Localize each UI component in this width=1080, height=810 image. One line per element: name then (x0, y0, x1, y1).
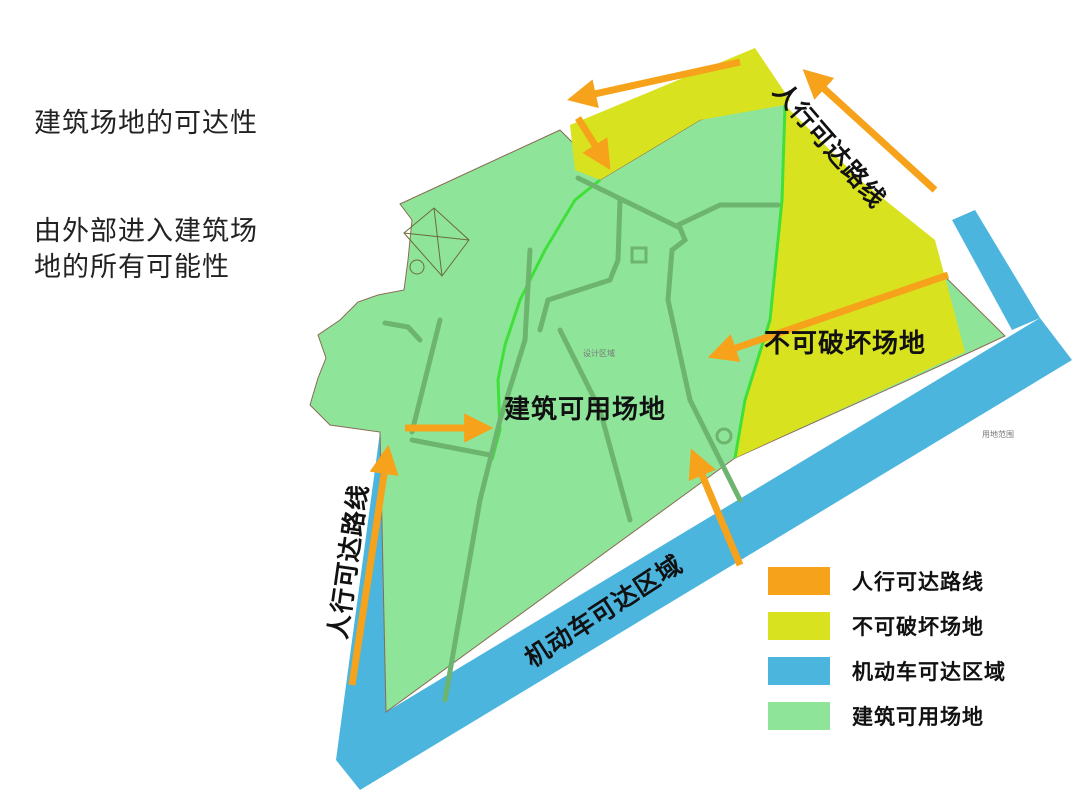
arrow-west-top (567, 58, 741, 109)
arrow-northwest-right (802, 69, 938, 193)
legend-swatch-blue (768, 656, 830, 685)
map-markers: 设计区域 用地范围 (403, 207, 1014, 445)
legend-label: 人行可达路线 (852, 569, 984, 594)
legend-item-protected: 不可破坏场地 (768, 603, 1006, 648)
legend-item-vehicle: 机动车可达区域 (768, 648, 1006, 693)
internal-paths (382, 175, 781, 703)
land-boundary-label: 用地范围 (982, 429, 1014, 439)
legend-item-buildable: 建筑可用场地 (768, 693, 1006, 738)
diagram-subtitle: 由外部进入建筑场地的所有可能性 (34, 216, 258, 283)
diagram-title: 建筑场地的可达性 (34, 108, 258, 139)
protected-area (570, 48, 965, 458)
legend-swatch-yellow (768, 611, 830, 640)
legend-label: 建筑可用场地 (852, 704, 984, 729)
label-protected-area: 不可破坏场地 (764, 329, 926, 359)
arrow-north-left (348, 444, 399, 686)
arrow-west-right (707, 271, 950, 362)
legend-label: 不可破坏场地 (852, 614, 984, 639)
legend-label: 机动车可达区域 (852, 659, 1006, 684)
label-buildable-area: 建筑可用场地 (504, 394, 666, 425)
legend: 人行可达路线 不可破坏场地 机动车可达区域 建筑可用场地 (768, 558, 1006, 738)
legend-swatch-orange (768, 566, 830, 595)
arrow-south-top (575, 116, 611, 170)
design-zone-label: 设计区域 (583, 348, 615, 358)
vehicle-area (336, 210, 1072, 790)
arrow-north-bottom (688, 448, 744, 567)
pedestrian-arrows (348, 58, 950, 686)
legend-item-pedestrian: 人行可达路线 (768, 558, 1006, 603)
legend-swatch-green (768, 701, 830, 730)
